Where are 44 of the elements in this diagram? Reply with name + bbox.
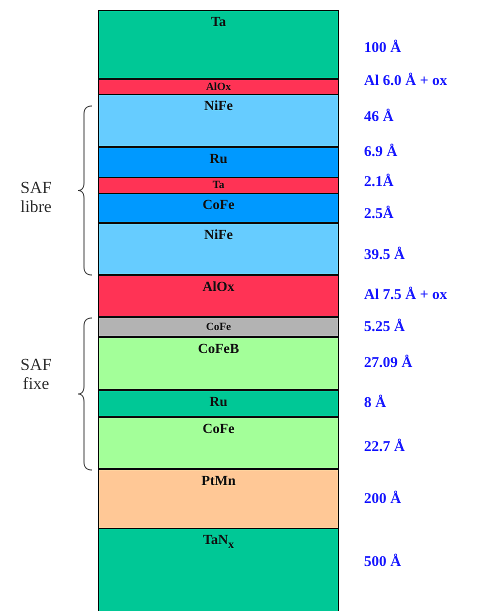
thickness-label: 46 Å	[364, 108, 394, 126]
thickness-label: 22.7 Å	[364, 438, 405, 456]
layer-box	[98, 337, 339, 390]
layer-name: TaN$_{x}$	[203, 533, 234, 553]
layer-name: PtMn	[201, 474, 236, 490]
layer-box	[98, 469, 339, 529]
thickness-label: Al 7.5 Å + ox	[364, 286, 448, 304]
layer-box	[98, 528, 339, 611]
thickness-label: 39.5 Å	[364, 246, 405, 264]
thickness-label: 6.9 Å	[364, 143, 398, 161]
layer-name: Ru	[210, 152, 228, 168]
layer-box	[98, 79, 339, 95]
thickness-label: 500 Å	[364, 553, 402, 571]
layer-box	[98, 317, 339, 337]
layer-box	[98, 390, 339, 417]
thickness-label: 5.25 Å	[364, 318, 405, 336]
layer-name: CoFe	[206, 322, 232, 332]
thickness-label: 8 Å	[364, 394, 386, 412]
layer-box	[98, 10, 339, 79]
thickness-label: 2.5Å	[364, 205, 394, 223]
thickness-label: 100 Å	[364, 39, 402, 57]
layer-name: CoFe	[202, 422, 234, 438]
layer-box	[98, 417, 339, 469]
layer-name: AlOx	[202, 280, 234, 296]
group-label: SAF libre	[19, 178, 53, 216]
thickness-label: 200 Å	[364, 490, 402, 508]
thickness-label: 27.09 Å	[364, 354, 412, 372]
thickness-label: 2.1Å	[364, 173, 394, 191]
layer-name: CoFeB	[198, 342, 240, 358]
layer-name: Ta	[210, 15, 226, 31]
layer-name: Ru	[210, 395, 228, 411]
layer-box	[98, 193, 339, 223]
thickness-label: Al 6.0 Å + ox	[364, 72, 448, 90]
layer-box	[98, 147, 339, 178]
layer-box	[98, 177, 339, 194]
layer-name: NiFe	[204, 99, 233, 115]
group-label: SAF fixe	[19, 355, 53, 393]
layer-name: AlOx	[206, 82, 232, 92]
layer-name: NiFe	[204, 228, 233, 244]
layer-box	[98, 223, 339, 275]
layer-box	[98, 94, 339, 147]
layer-name: Ta	[212, 180, 224, 191]
layer-box	[98, 275, 339, 317]
layer-name: CoFe	[202, 198, 234, 214]
